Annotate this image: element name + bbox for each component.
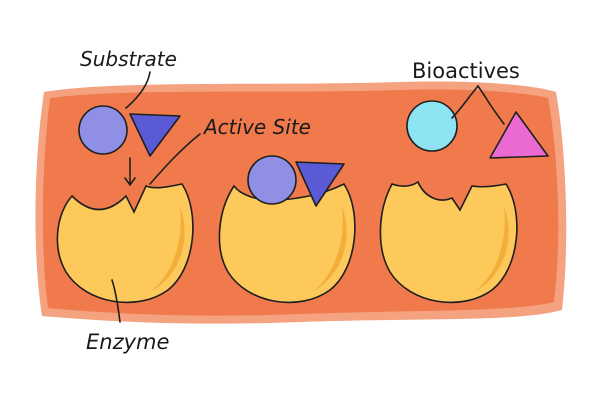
substrate-label: Substrate	[80, 47, 177, 71]
enzyme-2-shade	[312, 206, 347, 292]
enzyme-1-shade	[150, 206, 185, 292]
enzyme-3-shade	[474, 206, 509, 292]
bioactives-group	[406, 85, 549, 159]
bound-substrate-triangle	[295, 161, 345, 207]
substrate-group	[78, 105, 181, 157]
arrow-substrate-to-site	[124, 157, 136, 186]
bioactives-leader-2	[477, 85, 505, 125]
active-site-leader	[149, 133, 201, 185]
bioactives-label: Bioactives	[412, 59, 520, 83]
bioactive-circle	[406, 100, 458, 152]
bioactives-leader	[451, 85, 479, 119]
substrate-triangle	[129, 113, 181, 157]
enzyme-2-body	[218, 182, 356, 304]
bioactive-triangle	[489, 111, 549, 159]
bound-substrate-circle	[247, 155, 297, 205]
enzyme-leader	[111, 279, 121, 323]
substrate-circle	[78, 105, 128, 155]
enzyme-3-body	[379, 180, 518, 304]
enzyme-2	[218, 155, 356, 304]
enzyme-label: Enzyme	[86, 330, 169, 354]
active-site-label: Active Site	[202, 115, 311, 139]
enzyme-1	[56, 183, 194, 304]
enzyme-1-body	[56, 183, 194, 304]
enzyme-3	[379, 180, 518, 304]
substrate-leader	[125, 71, 151, 109]
